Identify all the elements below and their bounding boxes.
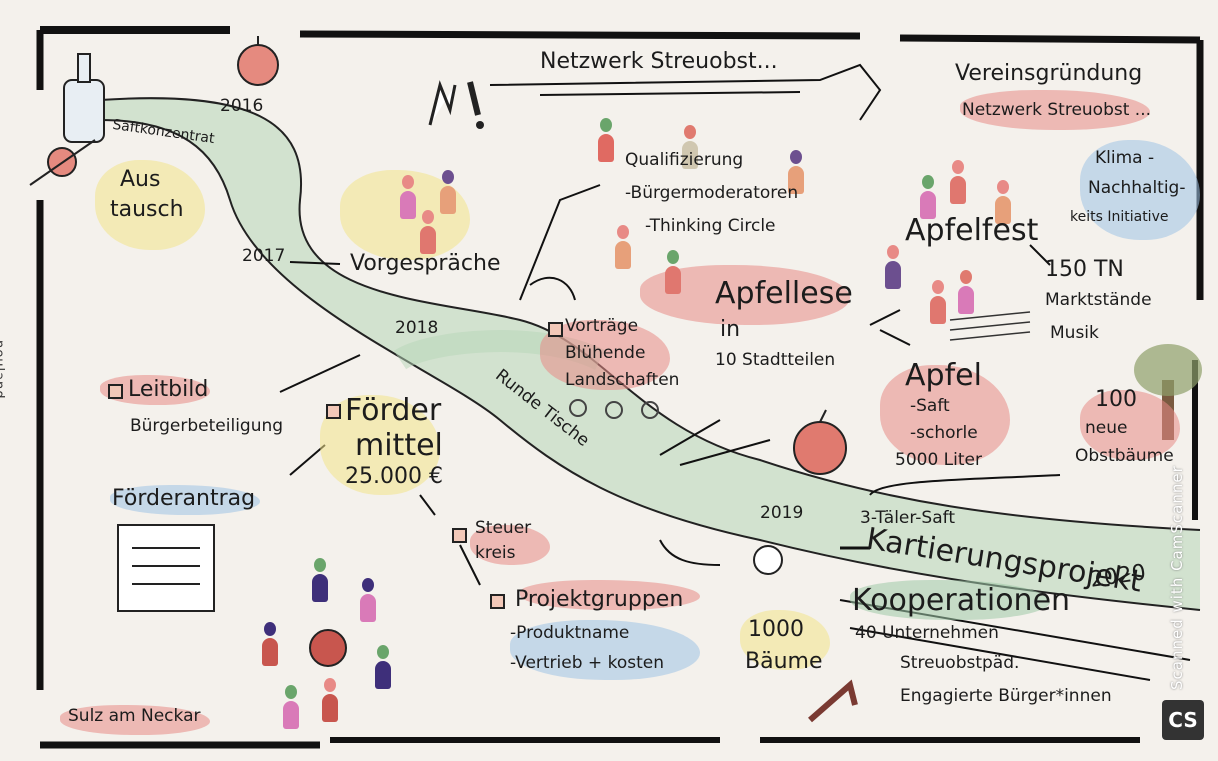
person-figure bbox=[262, 622, 278, 666]
apfel-saft: -Saft bbox=[910, 396, 950, 416]
austausch-line2: tausch bbox=[110, 197, 184, 222]
location-label: Sulz am Neckar bbox=[68, 706, 201, 726]
person-figure bbox=[312, 558, 328, 602]
person-figure bbox=[995, 180, 1011, 224]
highlight-blob bbox=[880, 365, 1010, 465]
bullet-square bbox=[108, 384, 123, 399]
foerdermittel-line1: Förder bbox=[345, 393, 442, 428]
baeume-count: 1000 bbox=[748, 617, 804, 642]
foerdermittel-amount: 25.000 € bbox=[345, 464, 443, 489]
person-figure bbox=[598, 118, 614, 162]
person-figure bbox=[958, 270, 974, 314]
highlight-blob bbox=[470, 525, 550, 565]
thinking-circle-label: -Thinking Circle bbox=[645, 216, 776, 236]
person-figure bbox=[322, 678, 338, 722]
nachhaltig-label: Nachhaltig- bbox=[1088, 178, 1186, 198]
highlight-blob bbox=[1080, 140, 1200, 240]
highlight-blob bbox=[510, 620, 700, 680]
landschaften-label: Landschaften bbox=[565, 370, 680, 390]
vortraege-label: Vorträge bbox=[565, 316, 639, 336]
apfelfest-markt: Marktstände bbox=[1045, 290, 1152, 310]
person-figure bbox=[682, 125, 698, 169]
person-figure bbox=[375, 645, 391, 689]
apfelfest-musik: Musik bbox=[1050, 323, 1099, 343]
highlight-blob bbox=[95, 160, 205, 250]
projektgruppen-label: Projektgruppen bbox=[515, 587, 684, 612]
person-figure bbox=[420, 210, 436, 254]
netzwerk-label: Netzwerk Streuobst ... bbox=[962, 100, 1152, 120]
steuerkreis-line1: Steuer bbox=[475, 518, 532, 538]
highlight-blob bbox=[60, 705, 210, 735]
drei-taeler-label: 3-Täler-Saft bbox=[860, 508, 955, 528]
year-2017: 2017 bbox=[242, 246, 286, 266]
year-2016: 2016 bbox=[220, 96, 264, 116]
person-figure bbox=[440, 170, 456, 214]
vertrieb-label: -Vertrieb + kosten bbox=[510, 653, 664, 673]
highlight-blob bbox=[1080, 390, 1180, 460]
highlight-blob bbox=[520, 580, 700, 610]
highlight-blob bbox=[740, 610, 830, 670]
bullet-square bbox=[490, 594, 505, 609]
year-2018: 2018 bbox=[395, 318, 439, 338]
person-figure bbox=[920, 175, 936, 219]
person-figure bbox=[885, 245, 901, 289]
camscanner-badge: CS bbox=[1162, 700, 1204, 740]
kooperationen-title: Kooperationen bbox=[852, 583, 1071, 618]
austausch-line1: Aus bbox=[120, 167, 161, 192]
leitbild-label: Leitbild bbox=[128, 377, 209, 402]
buergerbeteiligung-label: Bürgerbeteiligung bbox=[130, 416, 284, 436]
person-figure bbox=[283, 685, 299, 729]
qualifizierung-label: Qualifizierung bbox=[625, 150, 744, 170]
obstbaeume-label: Obstbäume bbox=[1075, 446, 1174, 466]
apfel-schorle: -schorle bbox=[910, 423, 978, 443]
produktname-label: -Produktname bbox=[510, 623, 630, 643]
apfellese-in: in bbox=[720, 317, 741, 342]
person-figure bbox=[400, 175, 416, 219]
initiative-label: keits Initiative bbox=[1070, 209, 1169, 225]
vorgespraeche-label: Vorgespräche bbox=[350, 251, 501, 276]
buergermoderatoren-label: -Bürgermoderatoren bbox=[625, 183, 799, 203]
person-figure bbox=[665, 250, 681, 294]
highlight-blob bbox=[960, 90, 1150, 130]
vereinsgruendung-label: Vereinsgründung bbox=[955, 61, 1143, 86]
highlight-blob bbox=[850, 580, 1050, 620]
highlight-blob bbox=[110, 485, 260, 515]
person-figure bbox=[615, 225, 631, 269]
person-figure bbox=[950, 160, 966, 204]
apfelfest-tn: 150 TN bbox=[1045, 257, 1124, 282]
year-2019: 2019 bbox=[760, 503, 804, 523]
klima-label: Klima - bbox=[1095, 148, 1155, 168]
foerderantrag-label: Förderantrag bbox=[112, 486, 256, 511]
engagierte-label: Engagierte Bürger*innen bbox=[900, 686, 1112, 706]
bluehende-label: Blühende bbox=[565, 343, 646, 363]
bullet-square bbox=[326, 404, 341, 419]
camscanner-watermark: Scanned with CamScanner bbox=[1168, 465, 1186, 690]
steuerkreis-line2: kreis bbox=[475, 543, 516, 563]
bullet-square bbox=[548, 322, 563, 337]
obstbaeume-neue: neue bbox=[1085, 418, 1128, 438]
apfelfest-title: Apfelfest bbox=[905, 213, 1039, 248]
apfel-title: Apfel bbox=[905, 358, 982, 393]
apfel-liter: 5000 Liter bbox=[895, 450, 982, 470]
obstbaeume-100: 100 bbox=[1095, 387, 1137, 412]
apfellese-title: Apfellese bbox=[715, 276, 853, 311]
apfellese-stadtteile: 10 Stadtteilen bbox=[715, 350, 836, 370]
streuobstpaed-label: Streuobstpäd. bbox=[900, 653, 1020, 673]
person-figure bbox=[360, 578, 376, 622]
person-figure bbox=[930, 280, 946, 324]
bullet-square bbox=[452, 528, 467, 543]
foerdermittel-line2: mittel bbox=[355, 428, 443, 463]
person-figure bbox=[788, 150, 804, 194]
board-title: Netzwerk Streuobst... bbox=[540, 49, 778, 74]
unternehmen-label: 40 Unternehmen bbox=[855, 623, 999, 643]
neuland-logo: neuland bbox=[0, 340, 6, 400]
baeume-label: Bäume bbox=[745, 649, 823, 674]
